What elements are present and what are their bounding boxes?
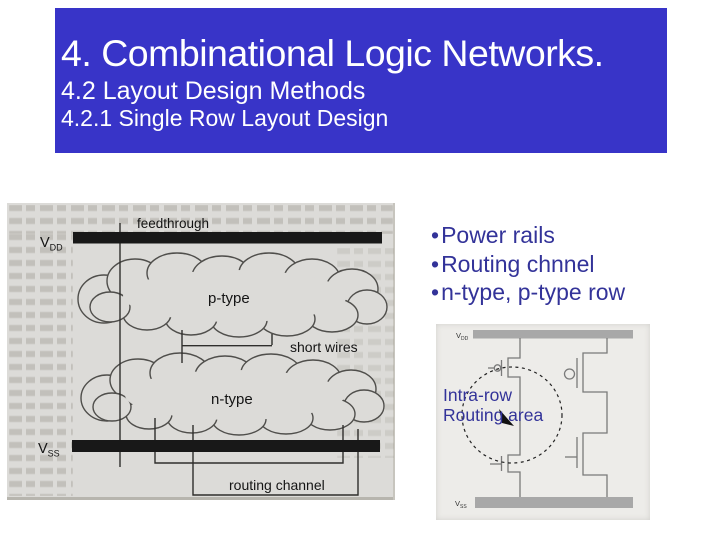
vdd-rail-bar — [73, 232, 382, 244]
n-type-label: n-type — [211, 391, 253, 408]
left-transistor-chain — [488, 338, 521, 497]
feedthrough-label: feedthrough — [137, 216, 209, 231]
layout-diagram-svg: feedthrough VDD p-type short wires n-typ… — [38, 216, 388, 496]
list-item: • Routing chnnel — [431, 250, 716, 279]
intra-row-annotation: Intra-row Routing area — [443, 385, 544, 425]
p-type-label: p-type — [208, 290, 250, 307]
circuit-vss-rail-bar — [475, 497, 633, 508]
right-transistor-chain — [563, 338, 608, 497]
circuit-vdd-label: VDD — [456, 331, 469, 342]
bullet-label: Routing chnnel — [441, 250, 595, 277]
intra-row-highlight-circle — [461, 366, 563, 464]
routing-channel-label: routing channel — [229, 477, 325, 493]
vdd-label: VDD — [40, 235, 63, 253]
layout-diagram-image: feedthrough VDD p-type short wires n-typ… — [7, 203, 399, 500]
p-type-cloud — [77, 252, 388, 338]
slide-subtitle-1: 4.2 Layout Design Methods — [61, 77, 366, 105]
title-banner: 4. Combinational Logic Networks. 4.2 Lay… — [55, 8, 667, 153]
bullet-icon: • — [431, 222, 440, 248]
slide-subtitle-2: 4.2.1 Single Row Layout Design — [61, 105, 389, 131]
bullet-list: • Power rails • Routing chnnel • n-type,… — [431, 221, 716, 307]
circuit-vss-label: VSS — [455, 499, 467, 510]
bullet-label: Power rails — [441, 222, 555, 248]
annotation-line-2: Routing area — [443, 404, 544, 425]
annotation-arrow-icon — [499, 409, 514, 426]
list-item: • n-type, p-type row — [431, 278, 716, 307]
slide-title: 4. Combinational Logic Networks. — [61, 32, 604, 74]
annotation-line-1: Intra-row — [443, 385, 513, 405]
circuit-diagram-svg: VDD VSS — [455, 330, 633, 510]
bullet-icon: • — [431, 279, 440, 306]
short-wires-lines — [181, 330, 273, 363]
list-item: • Power rails — [431, 221, 716, 250]
bullet-label: n-type, p-type row — [441, 279, 626, 306]
bullet-icon: • — [431, 250, 440, 277]
vss-label: VSS — [38, 441, 60, 459]
short-wires-label: short wires — [290, 339, 358, 355]
vss-rail-bar — [72, 440, 380, 452]
circuit-diagram-image: VDD VSS Intra-row Routing area — [436, 324, 650, 520]
n-type-cloud — [80, 352, 385, 436]
circuit-vdd-rail-bar — [473, 330, 633, 339]
